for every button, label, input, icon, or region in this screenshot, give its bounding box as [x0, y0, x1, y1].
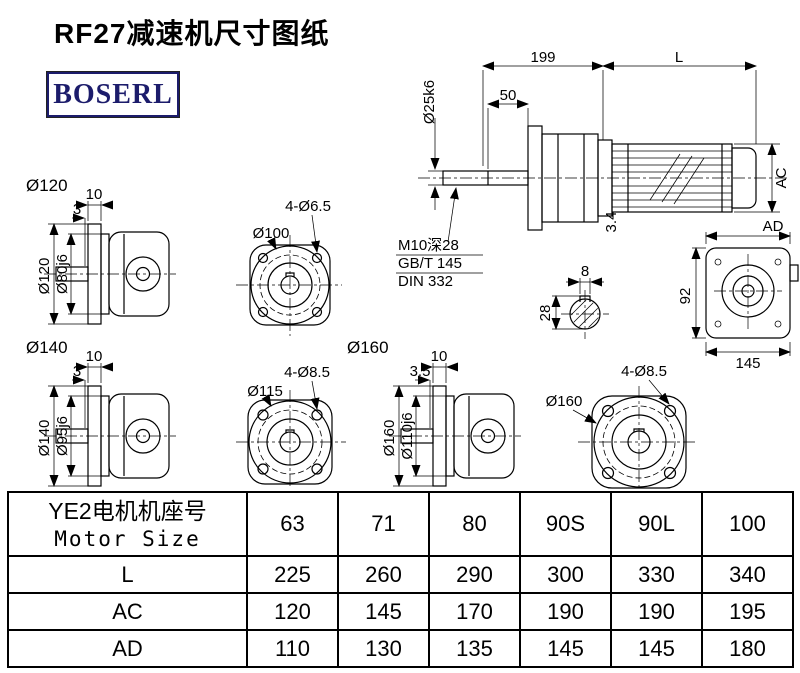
flange-140-side-view: 10 3 Ø140 Ø95j6: [36, 348, 176, 487]
dim-key-width: 8: [581, 263, 589, 280]
flange-outline: [249, 244, 331, 326]
note-din332: DIN 332: [398, 273, 453, 290]
main-assembly-view: 199 L 50 Ø25k6 AC 3.4 M10深28 GB/T 145 DI…: [396, 49, 790, 290]
header-motor-size-cn: YE2电机机座号: [48, 498, 207, 525]
flange-face-100: Ø100 4-Ø6.5: [236, 198, 342, 336]
dim-145: 145: [735, 355, 760, 372]
dim-value-cell: 190: [610, 592, 703, 631]
size-col-header: 80: [428, 491, 521, 557]
shaft-key-section: 8 28: [537, 263, 609, 339]
dim-row-label: AC: [7, 592, 248, 631]
gearmotor-outline: [442, 125, 757, 231]
dim-outer-dia: Ø120: [36, 258, 53, 295]
size-col-header: 90S: [519, 491, 612, 557]
dimension-table: YE2电机机座号 Motor Size 63 71 80 90S 90L 100…: [7, 491, 794, 668]
flange-face-160: Ø160 4-Ø8.5: [546, 363, 696, 489]
dim-value-cell: 135: [428, 629, 521, 668]
motor-size-header-cell: YE2电机机座号 Motor Size: [7, 491, 248, 557]
dim-199: 199: [530, 49, 555, 66]
dim-50: 50: [500, 87, 517, 104]
dim-face-dia: Ø160: [546, 393, 583, 410]
dim-pilot-dia: Ø80j6: [54, 254, 71, 294]
dim-value-cell: 180: [701, 629, 794, 668]
size-col-header: 71: [337, 491, 430, 557]
flange-120-side-view: 10 3 Ø120 Ø80j6: [36, 186, 176, 325]
dim-thickness: 10: [86, 348, 103, 365]
key-section-and-end-view: 8 28 AD 92: [537, 218, 799, 372]
flange-160-label: Ø160: [347, 338, 389, 357]
dim-row-label: L: [7, 555, 248, 594]
motor-hatch: [649, 153, 705, 205]
dim-thickness: 10: [86, 186, 103, 203]
size-col-header: 100: [701, 491, 794, 557]
dim-outer-dia: Ø140: [36, 420, 53, 457]
header-motor-size-en: Motor Size: [54, 526, 201, 551]
flange-face-115: Ø115 4-Ø8.5: [236, 364, 346, 488]
dimensions: 199 L 50 Ø25k6 AC 3.4: [421, 49, 790, 232]
dim-3-4: 3.4: [603, 212, 620, 233]
dim-value-cell: 330: [610, 555, 703, 594]
dim-value-cell: 145: [337, 592, 430, 631]
dim-value-cell: 225: [246, 555, 339, 594]
dim-value-cell: 340: [701, 555, 794, 594]
dim-face-dia: Ø115: [247, 383, 283, 400]
dim-value-cell: 260: [337, 555, 430, 594]
dim-outer-dia: Ø160: [381, 420, 398, 457]
dim-AC: AC: [773, 167, 790, 188]
gearbox-end-view: AD 92 145: [677, 218, 799, 372]
dim-AD: AD: [763, 218, 784, 235]
dim-step: 3.5: [410, 363, 431, 380]
labels: Ø160 4-Ø8.5: [546, 363, 670, 424]
dim-value-cell: 170: [428, 592, 521, 631]
dim-value-cell: 190: [519, 592, 612, 631]
dim-face-dia: Ø100: [253, 225, 290, 242]
dim-value-cell: 195: [701, 592, 794, 631]
dim-thickness: 10: [431, 348, 448, 365]
table-row: L 225 260 290 300 330 340: [7, 555, 794, 594]
dim-value-cell: 145: [610, 629, 703, 668]
dimensions: 10 3 Ø140 Ø95j6: [36, 348, 113, 487]
dimensions: 10 3.5 Ø160 Ø110j6: [381, 348, 458, 487]
size-col-header: 63: [246, 491, 339, 557]
shaft-end-notes: M10深28 GB/T 145 DIN 332: [396, 187, 483, 290]
dim-value-cell: 145: [519, 629, 612, 668]
dim-row-label: AD: [7, 629, 248, 668]
dim-step: 3: [73, 363, 81, 380]
dim-key-height: 28: [537, 305, 554, 322]
dim-value-cell: 130: [337, 629, 430, 668]
labels: Ø100 4-Ø6.5: [253, 198, 331, 253]
table-row: AD 110 130 135 145 145 180: [7, 629, 794, 668]
dim-L: L: [675, 49, 683, 66]
dim-step: 3: [73, 201, 81, 218]
dim-value-cell: 290: [428, 555, 521, 594]
dim-value-cell: 120: [246, 592, 339, 631]
size-col-header: 90L: [610, 491, 703, 557]
dimensions: 10 3 Ø120 Ø80j6: [36, 186, 113, 325]
motor-fins: [612, 150, 732, 208]
flange-outline: [247, 399, 333, 485]
dim-pilot-dia: Ø95j6: [54, 416, 71, 456]
brand-logo-text: BOSERL: [53, 78, 173, 110]
note-gbt145: GB/T 145: [398, 255, 462, 272]
note-tapped-hole: M10深28: [398, 237, 459, 254]
dim-value-cell: 300: [519, 555, 612, 594]
flange-outline: [591, 395, 687, 489]
brand-logo: BOSERL: [47, 72, 179, 117]
page-title: RF27减速机尺寸图纸: [54, 18, 330, 49]
flange-120-label: Ø120: [26, 176, 68, 195]
table-row: AC 120 145 170 190 190 195: [7, 592, 794, 631]
dim-pilot-dia: Ø110j6: [399, 412, 416, 459]
dim-92: 92: [677, 288, 694, 305]
dim-bolt-holes: 4-Ø8.5: [284, 364, 330, 381]
flange-160-side-view: 10 3.5 Ø160 Ø110j6: [381, 348, 521, 487]
dim-shaft-dia: Ø25k6: [421, 80, 438, 124]
dim-bolt-holes: 4-Ø6.5: [285, 198, 331, 215]
labels: Ø115 4-Ø8.5: [247, 364, 330, 410]
dim-bolt-holes: 4-Ø8.5: [621, 363, 667, 380]
flange-140-label: Ø140: [26, 338, 68, 357]
dim-value-cell: 110: [246, 629, 339, 668]
